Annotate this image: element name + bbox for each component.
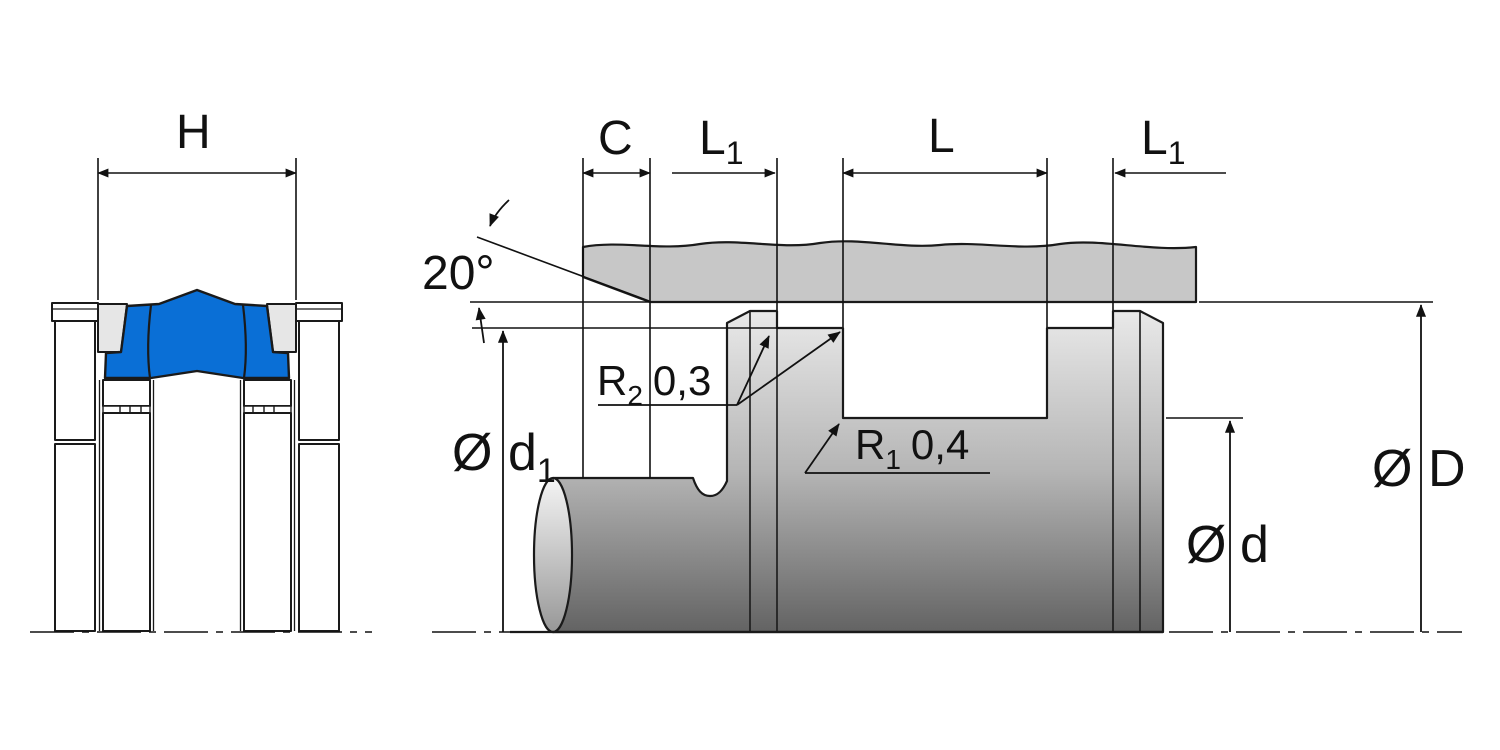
inner-ring-left (98, 379, 155, 632)
dim-d1-sub: 1 (537, 452, 556, 490)
dim-d-label: d (1240, 516, 1269, 574)
r1-sub: 1 (885, 444, 901, 475)
dim-d (1166, 417, 1243, 632)
radius-r1-callout (804, 423, 990, 474)
angle-leader-arrow (489, 199, 510, 227)
dim-C-label: C (598, 112, 633, 165)
inner-ring-left-key-band (102, 405, 151, 414)
inner-ring-left-upper (102, 379, 151, 407)
dim-L1-left-label: L1 (699, 112, 744, 171)
dim-d1-base: d (508, 424, 537, 482)
seal-seam-left (147, 304, 153, 379)
dim-L1-left-sub: 1 (726, 135, 744, 171)
dim-d-prefix: Ø (1186, 516, 1226, 574)
dim-L1-left-base: L (699, 112, 726, 165)
r1-base: R (855, 421, 885, 468)
seal-profile (103, 288, 291, 380)
dim-d1-prefix: Ø (452, 424, 492, 482)
outer-ring-right-lower (298, 443, 340, 632)
chamfer-callout (470, 199, 650, 344)
r2-value: 0,3 (653, 357, 711, 404)
dim-L1-right-base: L (1141, 112, 1168, 165)
bore-pointer-arrow (475, 307, 486, 344)
inner-ring-left-column (102, 412, 151, 632)
shaft-section (551, 309, 1165, 634)
r2-sub: 2 (627, 380, 643, 411)
chamfer-angle-label: 20° (422, 247, 495, 300)
dim-D-prefix: Ø (1372, 440, 1412, 498)
r1-arrow (804, 423, 840, 474)
radius-r2-label: R2 0,3 (597, 357, 711, 411)
outer-ring-left-flange (51, 302, 99, 322)
seal-cross-section-view: H (30, 106, 372, 633)
outer-ring-left (51, 302, 99, 632)
housing-section (581, 240, 1198, 304)
inner-ring-right-key-band (243, 405, 292, 414)
radius-r2-callout (598, 331, 841, 406)
seal-seam-right (241, 304, 247, 379)
dim-d1-label: d1 (508, 424, 556, 490)
outer-ring-right (295, 302, 343, 632)
inner-ring-right (239, 379, 296, 632)
radius-r1-label: R1 0,4 (855, 421, 969, 475)
dim-D (1199, 301, 1433, 632)
shaft-end-face (532, 476, 574, 634)
r1-value: 0,4 (911, 421, 969, 468)
outer-ring-left-lower (54, 443, 96, 632)
r2-arrow-1 (736, 335, 770, 406)
dim-H (97, 158, 297, 300)
outer-ring-right-upper (298, 320, 340, 441)
r2-base: R (597, 357, 627, 404)
dim-L-label: L (928, 110, 955, 163)
inner-ring-right-column (243, 412, 292, 632)
outer-ring-right-flange (295, 302, 343, 322)
dim-L1-right-sub: 1 (1168, 135, 1186, 171)
r2-arrow-2 (736, 331, 841, 406)
top-dimensions (582, 158, 1226, 478)
outer-ring-left-upper (54, 320, 96, 441)
dim-d1 (472, 327, 779, 632)
chamfer-construction-line (476, 236, 650, 302)
inner-ring-right-upper (243, 379, 292, 407)
dim-D-label: D (1428, 440, 1466, 498)
dim-H-label: H (176, 106, 211, 159)
dim-L1-right-label: L1 (1141, 112, 1186, 171)
